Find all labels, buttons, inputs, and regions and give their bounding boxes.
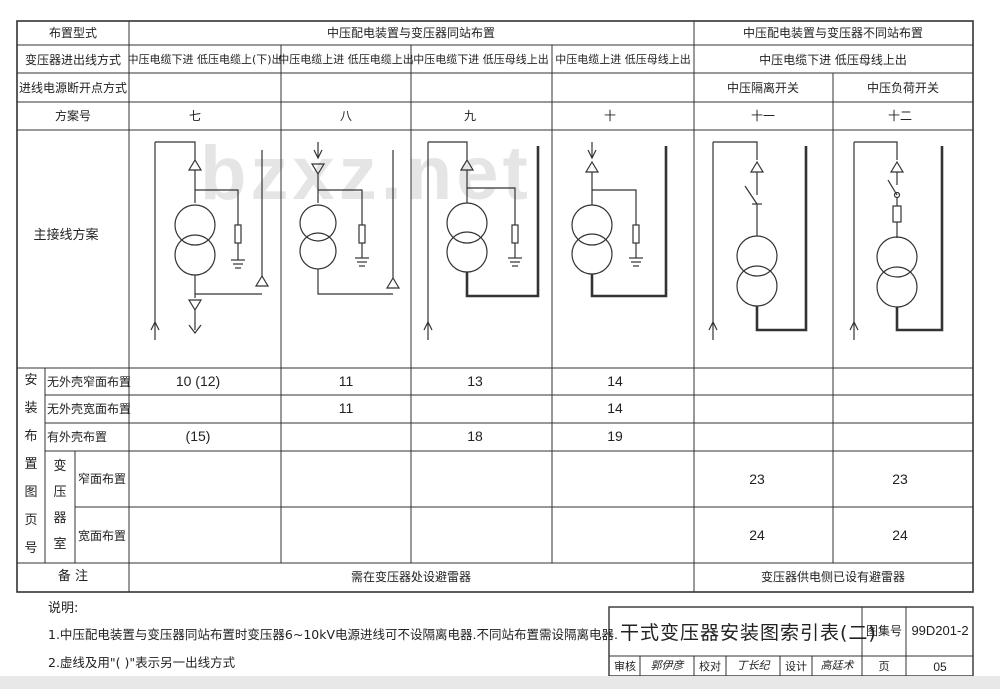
same-station-header: 中压配电装置与变压器同站布置 [326, 26, 496, 40]
row-label: 无外壳宽面布置 [47, 402, 132, 416]
scheme-12-diagram [849, 141, 944, 340]
scheme-8-diagram [299, 142, 401, 295]
scheme-9: 九 [463, 109, 477, 123]
inout-7: 中压电缆下进 低压电缆上(下)出 [127, 53, 283, 66]
cell: 23 [892, 471, 908, 487]
scheme-8: 八 [339, 109, 353, 123]
scheme-12: 十二 [887, 109, 913, 123]
remarks-same: 需在变压器处设避雷器 [350, 570, 472, 584]
review-signature: 郭伊彦 [650, 659, 684, 672]
cell: 13 [467, 373, 483, 389]
install-group-char: 号 [24, 541, 38, 556]
room-label-char: 压 [53, 485, 67, 500]
install-group-char: 图 [24, 485, 38, 500]
scheme-no-label: 方案号 [54, 109, 92, 123]
diff-station-header: 中压配电装置与变压器不同站布置 [742, 26, 924, 40]
scheme-7-diagram [150, 141, 270, 340]
row-label: 窄面布置 [78, 472, 127, 486]
cell: 11 [338, 373, 354, 389]
design-label: 设计 [785, 660, 807, 673]
row-label: 宽面布置 [78, 529, 127, 543]
install-group-char: 装 [24, 401, 38, 416]
check-signature: 丁长纪 [736, 659, 770, 672]
watermark: bzxz.net [200, 131, 532, 216]
room-label-char: 变 [53, 459, 67, 474]
room-label-char: 室 [53, 537, 67, 552]
inout-9: 中压电缆下进 低压母线上出 [413, 53, 549, 66]
inout-diff: 中压电缆下进 低压母线上出 [759, 53, 907, 67]
note-item: 1.中压配电装置与变压器同站布置时变压器6~10kV电源进线可不设隔离电器.不同… [48, 627, 618, 642]
review-label: 审核 [614, 660, 636, 673]
room-label-char: 器 [53, 511, 67, 526]
wiring-label: 主接线方案 [33, 228, 99, 243]
bottom-edge [0, 676, 1000, 689]
remarks-diff: 变压器供电侧已设有避雷器 [760, 570, 906, 584]
inout-method-label: 变压器进出线方式 [24, 53, 122, 67]
check-label: 校对 [699, 660, 721, 673]
remarks-label: 备 注 [57, 569, 89, 584]
breaker-method-label: 进线电源断开点方式 [18, 81, 128, 95]
scheme-11: 十一 [750, 109, 776, 123]
breaker-isolator: 中压隔离开关 [726, 81, 800, 95]
design-signature: 高廷术 [820, 659, 854, 672]
atlas-label: 图集号 [865, 624, 903, 638]
install-group-char: 安 [24, 373, 38, 388]
scheme-10-diagram [571, 142, 668, 298]
install-group-char: 页 [24, 513, 38, 528]
inout-8: 中压电缆上进 低压电缆上出 [278, 53, 414, 66]
scheme-10: 十 [603, 109, 617, 123]
page-label: 页 [878, 660, 890, 673]
install-group-char: 置 [24, 457, 38, 472]
inout-10: 中压电缆上进 低压母线上出 [555, 53, 691, 66]
page-number: 05 [933, 660, 947, 674]
wiring-diagrams [150, 141, 944, 340]
cell: 18 [467, 428, 483, 444]
cell: 19 [607, 428, 623, 444]
scheme-9-diagram [423, 141, 540, 340]
cell: 23 [749, 471, 765, 487]
layout-type-label: 布置型式 [48, 26, 98, 40]
cell: 24 [749, 527, 765, 543]
scheme-7: 七 [188, 109, 202, 123]
scheme-11-diagram [708, 141, 808, 340]
cell: 24 [892, 527, 908, 543]
drawing-title: 干式变压器安装图索引表(二) [620, 622, 877, 644]
cell: 11 [338, 400, 354, 416]
atlas-number: 99D201-2 [911, 623, 969, 638]
cell: 10 (12) [175, 373, 221, 389]
cell: 14 [607, 400, 623, 416]
install-group-char: 布 [24, 429, 38, 444]
row-label: 无外壳窄面布置 [47, 375, 132, 389]
cell: (15) [185, 428, 211, 444]
cell: 14 [607, 373, 623, 389]
note-item: 2.虚线及用"( )"表示另一出线方式 [48, 655, 236, 670]
breaker-load-switch: 中压负荷开关 [866, 81, 940, 95]
row-label: 有外壳布置 [47, 430, 108, 444]
notes-title: 说明: [48, 601, 79, 616]
